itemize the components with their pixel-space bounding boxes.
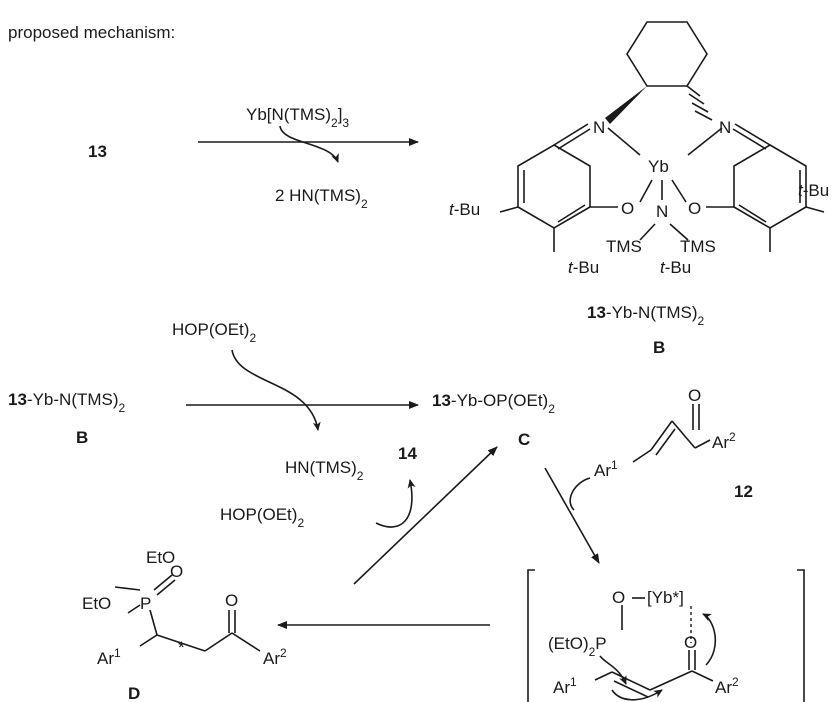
enone-12-label: 12: [734, 482, 753, 501]
curved-arrow-2: [231, 349, 321, 431]
cyclohexane-ring: [626, 21, 708, 87]
ts-curved-arrow-2: [611, 689, 663, 701]
d-oxygen-p: O: [170, 562, 183, 581]
ts-oxygen-top: O: [612, 588, 625, 607]
product-14-label: 14: [398, 444, 417, 463]
ts-oxygen-ketone: O: [684, 633, 697, 652]
tbu-right: t-Bu: [798, 181, 829, 200]
ts-curved-arrow-1: [599, 655, 627, 685]
transition-state-bracket: [527, 569, 805, 702]
enone-ar1: Ar1: [594, 458, 618, 480]
curved-arrow-1: [279, 125, 339, 163]
compound-13-label: 13: [88, 142, 107, 161]
d-oxygen-ketone: O: [225, 591, 238, 610]
atom-o-left: O: [621, 199, 634, 218]
d-stereocenter: *: [178, 638, 185, 657]
reaction-arrow-3: [544, 467, 600, 564]
atom-n-right: N: [719, 118, 731, 137]
byproduct-hn-tms-2: HN(TMS)2: [285, 458, 364, 483]
reagent-hop-oet-1: HOP(OEt)2: [172, 320, 256, 345]
catalyst-b-letter: B: [653, 338, 665, 357]
curved-arrow-4: [375, 479, 416, 528]
wedge-bond: [605, 86, 647, 124]
atom-yb: Yb: [648, 157, 669, 176]
atom-o-right: O: [688, 199, 701, 218]
ts-curved-arrow-3: [702, 613, 717, 666]
reagent-hop-oet-2: HOP(OEt)2: [220, 505, 304, 530]
intermediate-c-name: 13-Yb-OP(OEt)2: [432, 391, 555, 416]
page-title: proposed mechanism:: [8, 23, 175, 42]
step2-start-name: 13-Yb-N(TMS)2: [8, 390, 126, 415]
tms-right: TMS: [680, 237, 716, 256]
enone-12-structure: [632, 404, 711, 463]
right-aryl-ring: [733, 144, 807, 229]
tms-left: TMS: [606, 237, 642, 256]
catalyst-b-name: 13-Yb-N(TMS)2: [587, 303, 705, 328]
enone-ar2: Ar2: [712, 430, 736, 452]
step2-start-letter: B: [76, 428, 88, 447]
d-phosphorus: P: [140, 594, 151, 613]
intermediate-c-letter: C: [518, 430, 530, 449]
ts-ar2: Ar2: [715, 675, 739, 697]
byproduct-hn-tms: 2 HN(TMS)2: [275, 186, 368, 211]
intermediate-d-structure: [114, 574, 261, 652]
tbu-bottom-left: t-Bu: [568, 258, 599, 277]
ts-yb: [Yb*]: [647, 588, 684, 607]
reaction-arrow-4: [353, 446, 498, 585]
ts-ar1: Ar1: [553, 675, 577, 697]
d-letter: D: [128, 684, 140, 702]
tbu-bottom-right: t-Bu: [660, 258, 691, 277]
curved-arrow-3: [569, 477, 591, 511]
d-eto-bottom: EtO: [82, 594, 111, 613]
enone-oxygen: O: [688, 386, 701, 405]
atom-n-left: N: [593, 118, 605, 137]
d-ar1: Ar1: [97, 646, 121, 668]
hash-bond: [686, 85, 713, 121]
left-aryl-ring: [517, 144, 591, 229]
tbu-left: t-Bu: [449, 200, 480, 219]
d-eto-top: EtO: [146, 548, 175, 567]
d-ar2: Ar2: [263, 646, 287, 668]
atom-n-amide: N: [656, 202, 668, 221]
catalyst-structure-b: [499, 21, 825, 252]
reagent-yb-amide: Yb[N(TMS)2]3: [246, 105, 349, 130]
ts-p-group: (EtO)2P: [548, 634, 607, 659]
